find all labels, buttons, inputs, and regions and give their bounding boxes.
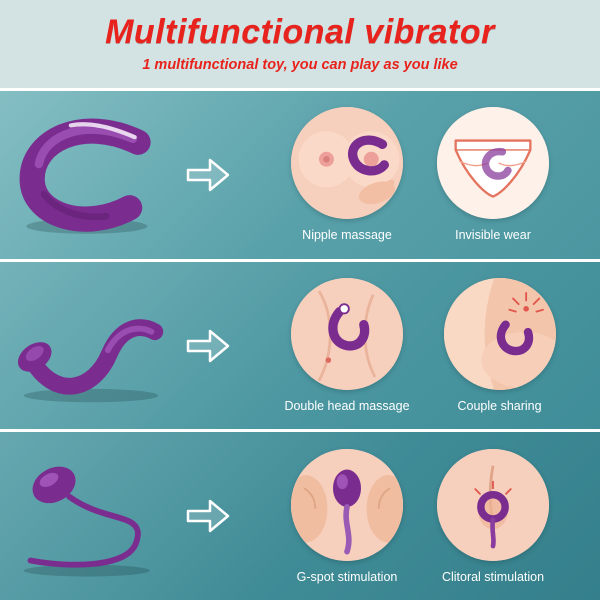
egg-vibrator-icon xyxy=(23,466,150,577)
u-shape-vibrator-icon xyxy=(19,118,151,234)
use-item: G-spot stimulation xyxy=(291,448,403,584)
couple-sharing-illustration xyxy=(443,278,556,390)
nipple-massage-illustration xyxy=(291,107,403,220)
arrow-right-icon xyxy=(182,498,234,534)
uses-row-3: G-spot stimulation Clitoral stim xyxy=(250,448,600,584)
use-item: Nipple massage xyxy=(291,107,403,242)
double-head-massage-illustration xyxy=(291,278,403,390)
arrow-right-icon xyxy=(182,157,234,193)
u-shape-couples-vibrator-image xyxy=(0,112,182,238)
double-head-vibrator-icon xyxy=(17,318,164,402)
use-caption: Nipple massage xyxy=(302,228,392,243)
use-caption: Couple sharing xyxy=(457,399,542,413)
row-u-shape-vibrator: Nipple massage Invisible wear xyxy=(0,88,600,259)
arrow-right-icon xyxy=(182,328,234,364)
page-title: Multifunctional vibrator xyxy=(105,13,495,51)
use-caption: Invisible wear xyxy=(455,228,531,243)
use-caption: Clitoral stimulation xyxy=(441,569,545,584)
use-item: Double head massage xyxy=(284,278,410,413)
use-caption: Double head massage xyxy=(284,399,410,413)
uses-row-2: Double head massage xyxy=(250,278,600,413)
header: Multifunctional vibrator 1 multifunction… xyxy=(0,0,600,88)
double-head-vibrator-image xyxy=(0,283,182,409)
page-subtitle: 1 multifunctional toy, you can play as y… xyxy=(142,57,458,73)
uses-row-1: Nipple massage Invisible wear xyxy=(250,107,600,242)
row-egg-vibrator: G-spot stimulation Clitoral stim xyxy=(0,429,600,600)
egg-vibrator-image xyxy=(0,453,182,579)
invisible-wear-illustration xyxy=(437,107,549,220)
use-caption: G-spot stimulation xyxy=(296,569,398,584)
row-double-head-vibrator: Double head massage xyxy=(0,258,600,430)
clitoral-stimulation-illustration xyxy=(437,448,549,561)
g-spot-stimulation-illustration xyxy=(291,448,403,561)
use-item: Couple sharing xyxy=(443,278,556,413)
use-item: Clitoral stimulation xyxy=(437,448,549,584)
use-item: Invisible wear xyxy=(437,107,549,242)
